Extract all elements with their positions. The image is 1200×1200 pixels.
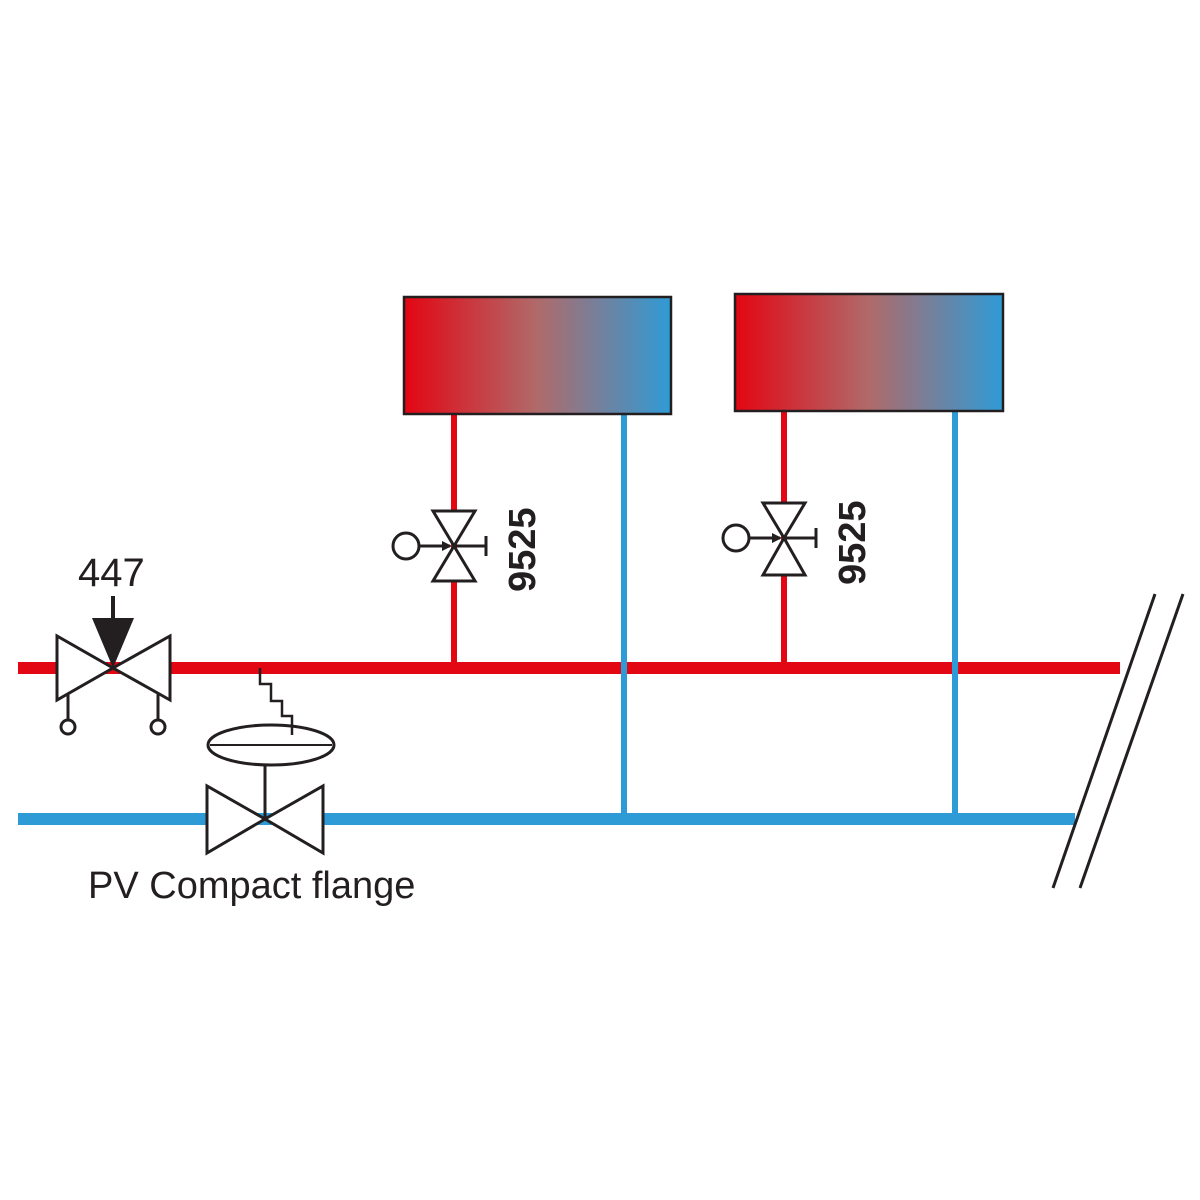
valve-label-447: 447 <box>78 551 145 595</box>
pv-compact-flange-valve <box>205 668 336 856</box>
test-point-icon <box>59 718 77 736</box>
pipe-break-symbol <box>1051 593 1185 889</box>
radiator-1 <box>402 295 673 416</box>
valve-label-9525-2: 9525 <box>832 500 874 585</box>
valve-head-icon <box>721 523 751 553</box>
test-point-icon <box>149 718 167 736</box>
valve-label-9525-1: 9525 <box>502 507 544 592</box>
valve-head-icon <box>391 531 421 561</box>
thermostatic-valve-1 <box>391 509 488 583</box>
radiator-2 <box>733 292 1005 413</box>
valve-label-pv-compact-flange: PV Compact flange <box>88 865 415 907</box>
thermostatic-valve-2 <box>721 501 818 577</box>
impulse-tube <box>258 668 294 735</box>
balancing-valve-447 <box>55 596 172 736</box>
